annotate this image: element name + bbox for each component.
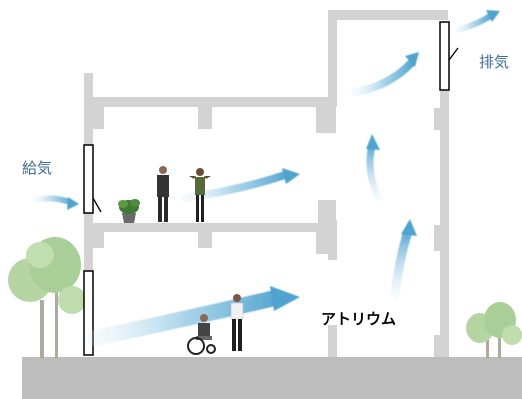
airflow-arrow-atrium-top (355, 52, 419, 92)
exhaust-air-label: 排気 (479, 51, 509, 72)
window-vent-flap-top-right (449, 48, 458, 60)
ground-slab (22, 357, 522, 399)
window-vent-flap-upper-left (93, 198, 101, 212)
supply-air-label: 給気 (22, 157, 52, 178)
window-vent-upper-left-icon (84, 145, 93, 213)
airflow-arrow-atrium-upper (366, 134, 380, 198)
atrium-label: アトリウム (321, 308, 396, 329)
tree-left-icon (8, 237, 86, 358)
window-vent-top-right-icon (440, 22, 449, 90)
tree-right-icon (466, 302, 522, 358)
airflow-arrow-exhaust (458, 10, 500, 30)
potted-plant-icon (118, 199, 140, 223)
person-standing-icon (157, 166, 169, 222)
airflow-arrows (36, 10, 500, 338)
airflow-arrow-atrium-lower (395, 219, 417, 295)
airflow-arrow-supply-upper (36, 197, 79, 210)
airflow-arrow-ground-floor (95, 286, 300, 338)
